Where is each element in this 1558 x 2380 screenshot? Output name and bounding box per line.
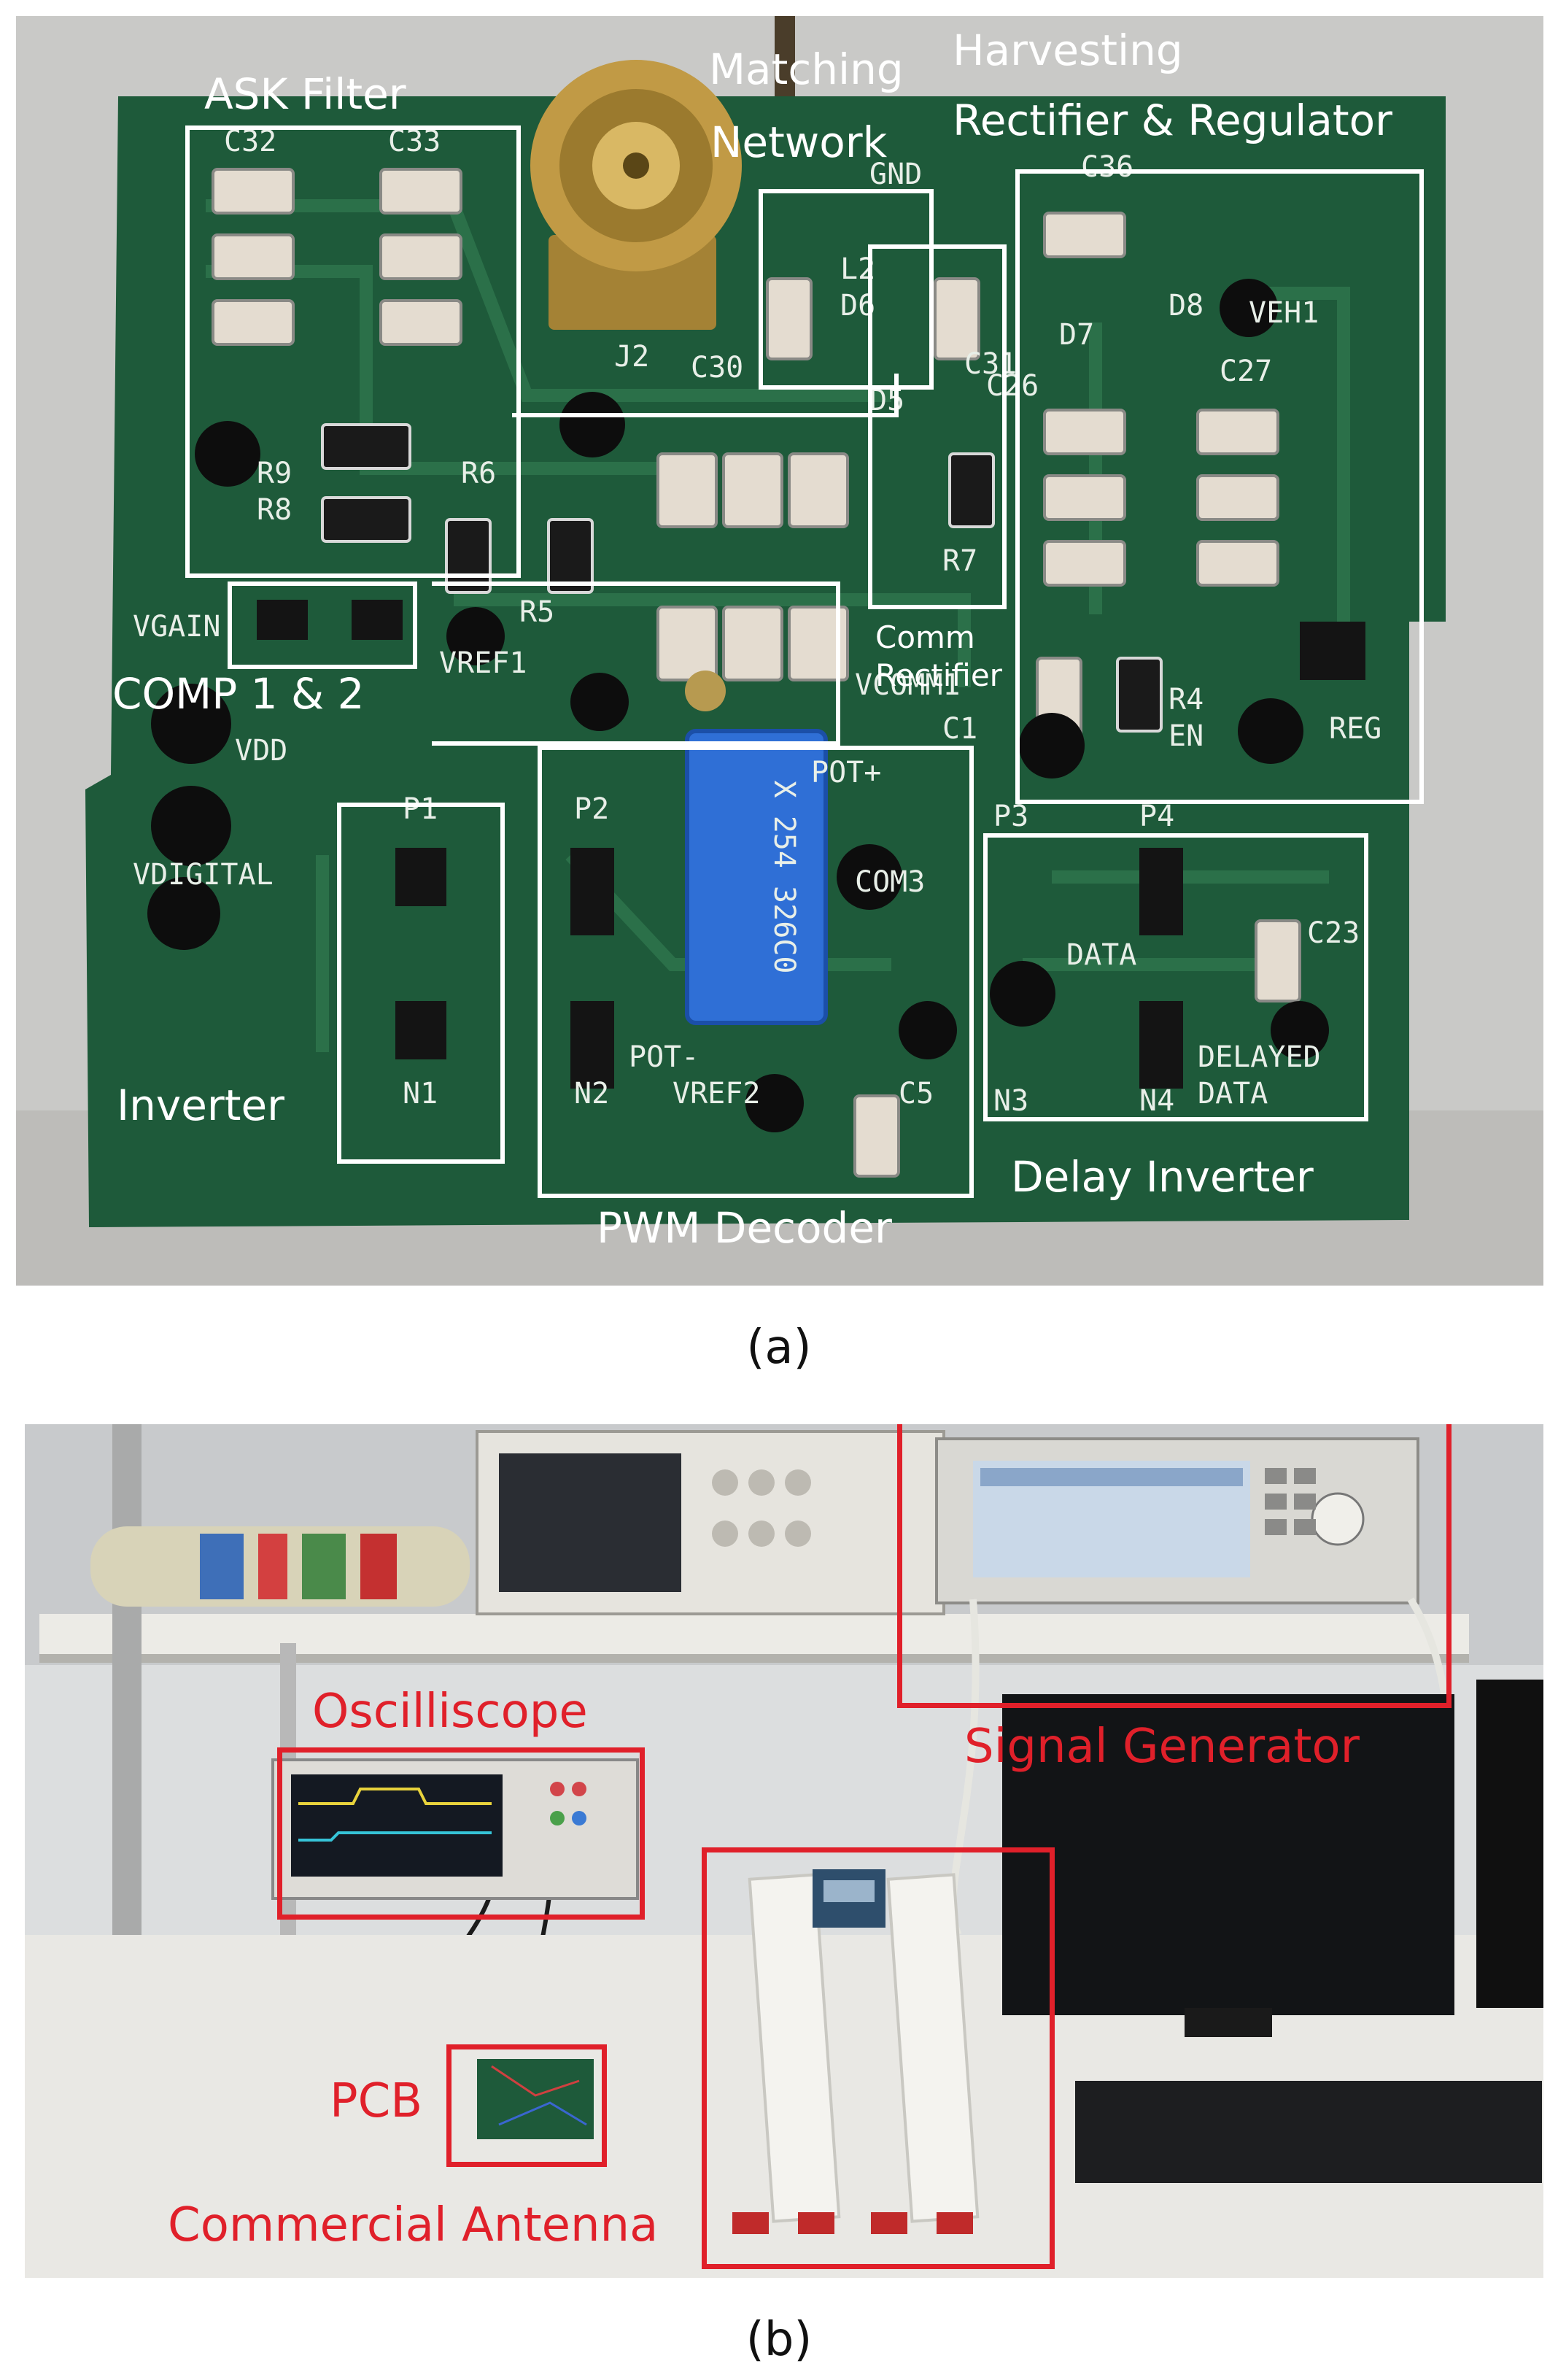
svg-text:VEH1: VEH1	[1249, 296, 1319, 330]
matching-network-label-2: Network	[710, 117, 888, 167]
svg-text:VREF2: VREF2	[673, 1077, 760, 1110]
svg-text:C31: C31	[964, 347, 1017, 381]
delay-inverter-label: Delay Inverter	[1011, 1152, 1314, 1202]
svg-text:R5: R5	[519, 595, 554, 629]
svg-text:C26: C26	[986, 369, 1039, 403]
pwm-decoder-label: PWM Decoder	[597, 1203, 892, 1253]
harvesting-label-1: Harvesting	[953, 26, 1183, 75]
svg-text:VDD: VDD	[235, 734, 287, 768]
comp-box-ext	[432, 582, 840, 746]
comp-box	[228, 582, 417, 669]
svg-text:DATA: DATA	[1066, 938, 1136, 972]
inverter-label: Inverter	[117, 1081, 284, 1130]
svg-text:GND: GND	[869, 158, 922, 191]
svg-text:COM3: COM3	[855, 865, 925, 899]
oscilloscope-label: Oscilliscope	[312, 1685, 588, 1739]
pcb-label: PCB	[330, 2074, 423, 2128]
svg-text:DATA: DATA	[1198, 1077, 1268, 1110]
svg-text:J2: J2	[614, 340, 649, 374]
svg-text:P4: P4	[1139, 800, 1174, 833]
svg-text:D7: D7	[1059, 318, 1094, 352]
comp-label: COMP 1 & 2	[112, 669, 365, 719]
comm-rectifier-box	[868, 244, 1007, 609]
signal-generator-label: Signal Generator	[964, 1720, 1360, 1774]
inverter-box	[337, 803, 505, 1164]
ask-filter-box-ext	[512, 374, 899, 417]
svg-text:N3: N3	[993, 1084, 1028, 1118]
svg-text:R8: R8	[257, 493, 292, 527]
svg-text:REG: REG	[1329, 712, 1381, 746]
svg-text:R4: R4	[1168, 683, 1204, 716]
antennas-box	[702, 1847, 1055, 2269]
svg-text:C36: C36	[1081, 150, 1133, 184]
svg-text:POT+: POT+	[811, 756, 881, 789]
svg-text:C33: C33	[388, 125, 441, 158]
harvesting-label-2: Rectifier & Regulator	[953, 96, 1392, 145]
oscilloscope-box	[277, 1747, 645, 1920]
svg-text:P1: P1	[403, 792, 438, 826]
svg-text:VCOMM1: VCOMM1	[855, 668, 961, 702]
svg-text:P3: P3	[993, 800, 1028, 833]
signal-generator-box	[897, 1424, 1452, 1708]
svg-text:N4: N4	[1139, 1084, 1174, 1118]
svg-text:X 254 326C0: X 254 326C0	[767, 781, 801, 974]
figure-a-caption: (a)	[746, 1321, 812, 1375]
svg-text:R6: R6	[461, 457, 496, 490]
svg-text:P2: P2	[574, 792, 609, 826]
svg-text:N1: N1	[403, 1077, 438, 1110]
svg-text:C5: C5	[899, 1077, 934, 1110]
svg-text:VREF1: VREF1	[439, 646, 527, 680]
matching-network-label-1: Matching	[709, 45, 904, 94]
svg-text:D8: D8	[1168, 289, 1204, 322]
pcb-photo-drawing: X 254 326C0 C32 C33 J2 C30 L2 C31 D6 C36…	[16, 16, 1543, 1286]
pwm-decoder-box	[538, 746, 974, 1198]
svg-text:C30: C30	[691, 351, 743, 385]
pcb-photo: X 254 326C0 C32 C33 J2 C30 L2 C31 D6 C36…	[16, 16, 1543, 1286]
svg-text:EN: EN	[1168, 719, 1204, 753]
svg-text:VGAIN: VGAIN	[133, 610, 220, 644]
ask-filter-label: ASK Filter	[204, 69, 406, 119]
svg-text:DELAYED: DELAYED	[1198, 1040, 1321, 1074]
delay-inverter-box	[983, 833, 1368, 1121]
matching-network-box	[759, 189, 934, 390]
harvesting-box	[1015, 169, 1424, 804]
lab-setup-photo: Oscilliscope Signal Generator PCB Commer…	[25, 1424, 1543, 2278]
svg-text:POT-: POT-	[629, 1040, 699, 1074]
commercial-antenna-label: Commercial Antenna	[168, 2198, 659, 2252]
svg-text:C23: C23	[1307, 916, 1360, 950]
svg-text:N2: N2	[574, 1077, 609, 1110]
comm-rectifier-label-2: Rectifier	[875, 657, 1002, 693]
svg-text:C32: C32	[224, 125, 276, 158]
svg-text:C27: C27	[1220, 355, 1272, 388]
svg-text:C1: C1	[942, 712, 977, 746]
ask-filter-box	[185, 125, 521, 578]
svg-text:VDIGITAL: VDIGITAL	[133, 858, 274, 892]
svg-text:R9: R9	[257, 457, 292, 490]
figure-b-caption: (b)	[745, 2313, 813, 2367]
pcb-box	[446, 2044, 607, 2167]
svg-text:R7: R7	[942, 544, 977, 578]
comm-rectifier-label-1: Comm	[875, 619, 975, 655]
